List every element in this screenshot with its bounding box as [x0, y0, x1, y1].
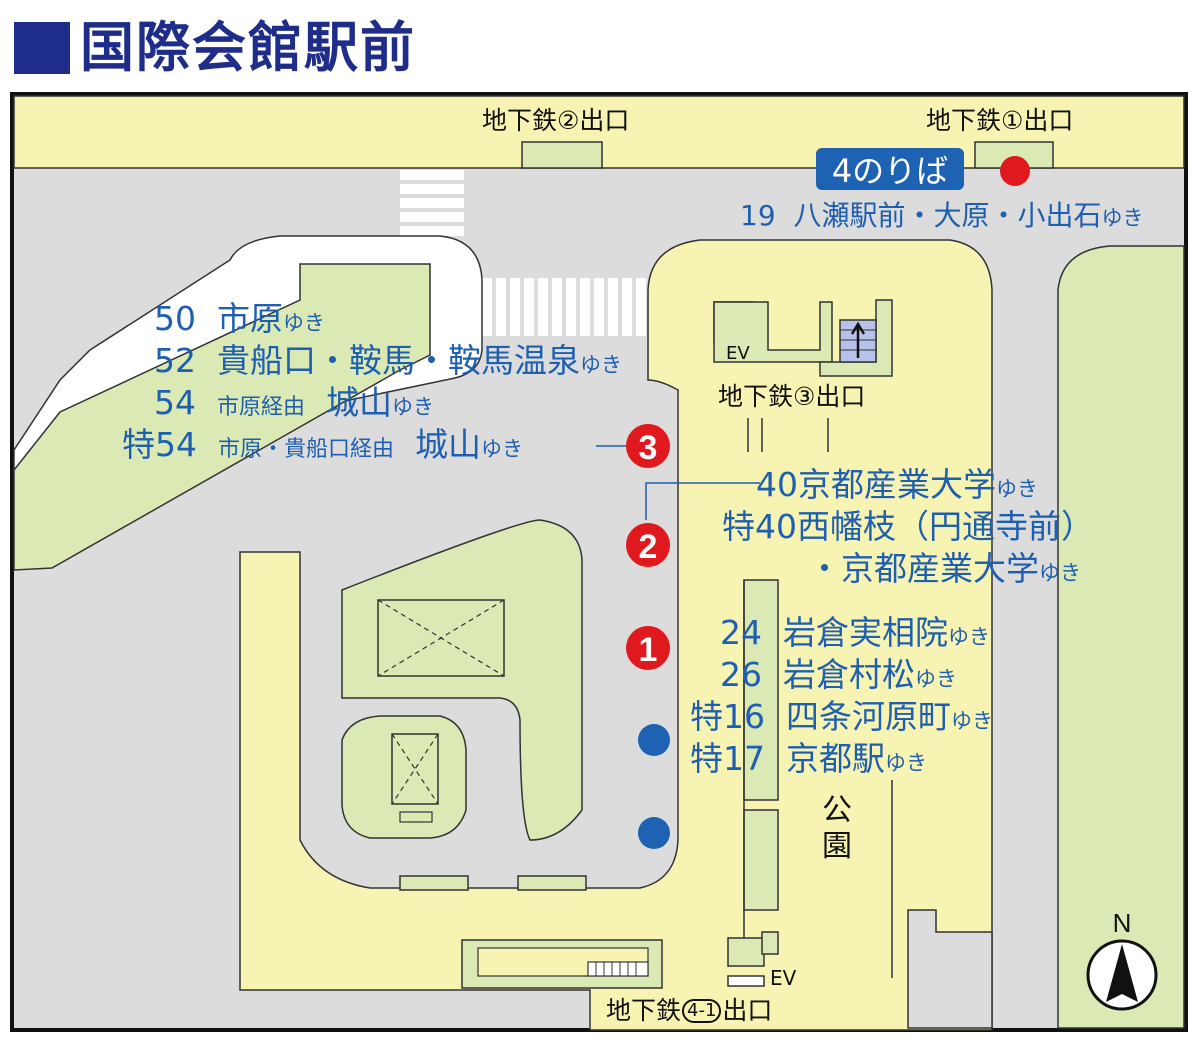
stop2-marker-icon: [626, 523, 670, 567]
crosswalk-horizontal: [482, 278, 646, 336]
central-sidewalk: [239, 239, 993, 1031]
stop1-number: 1: [639, 631, 658, 669]
stop3-route-row: 52 貴船口・鞍馬・鞍馬温泉ゆき: [154, 341, 622, 380]
compass-label: N: [1113, 908, 1132, 938]
exit1-label: 地下鉄①出口: [926, 106, 1074, 135]
exit2-entrance: [521, 141, 603, 169]
blue-stop-icon: [638, 817, 670, 849]
park-label-2: 園: [822, 829, 852, 864]
stop3-marker-icon: [626, 424, 670, 468]
stop1-route-row: 特16 四条河原町ゆき: [690, 697, 993, 736]
ev-bottom-box: [727, 937, 765, 967]
exit2-label: 地下鉄②出口: [482, 106, 630, 135]
left-green-area: [13, 263, 431, 571]
stop1-route-row: 26 岩倉村松ゆき: [720, 655, 957, 694]
ev-top-label: EV: [726, 343, 750, 364]
park-strip: [743, 579, 779, 801]
stop2-route-row: 40京都産業大学ゆき: [756, 465, 1038, 504]
stop2-route-row: ・京都産業大学ゆき: [808, 549, 1081, 588]
title-square-icon: [14, 22, 70, 74]
stop1-route-row: 24 岩倉実相院ゆき: [720, 613, 990, 652]
building-box: [377, 599, 505, 677]
exit41-number: 4-1: [682, 998, 722, 1023]
stop2-route-row: 特40西幡枝（円通寺前）: [722, 507, 1094, 546]
exit3-structure: [713, 301, 833, 363]
stop4-marker-icon: [1000, 156, 1030, 186]
stop3-route-row: 54 市原経由 城山ゆき: [154, 383, 434, 422]
crosswalk-vertical: [400, 170, 464, 236]
stop3-number: 3: [639, 429, 658, 467]
exit3-label: 地下鉄③出口: [718, 382, 866, 411]
title-text: 国際会館駅前: [80, 16, 416, 79]
stop2-number: 2: [639, 528, 658, 566]
compass-icon: [1086, 939, 1158, 1011]
monument-island: [341, 715, 467, 839]
stop3-route-row: 特54 市原・貴船口経由 城山ゆき: [122, 425, 523, 464]
park-label-1: 公: [822, 793, 852, 828]
right-green-strip: [1057, 245, 1185, 1029]
blue-stop-icon: [638, 724, 670, 756]
platform4-badge: 4のりば: [816, 148, 964, 190]
page-title: 国際会館駅前: [14, 16, 416, 80]
stop1-route-row: 特17 京都駅ゆき: [690, 739, 927, 778]
platform4-route: 19 八瀬駅前・大原・小出石ゆき: [740, 199, 1144, 232]
stop1-marker-icon: [626, 626, 670, 670]
stop3-route-row: 50 市原ゆき: [154, 299, 325, 338]
exit41-label: 地下鉄 4-1 出口: [606, 996, 773, 1025]
ev-bottom-label: EV: [770, 966, 797, 990]
